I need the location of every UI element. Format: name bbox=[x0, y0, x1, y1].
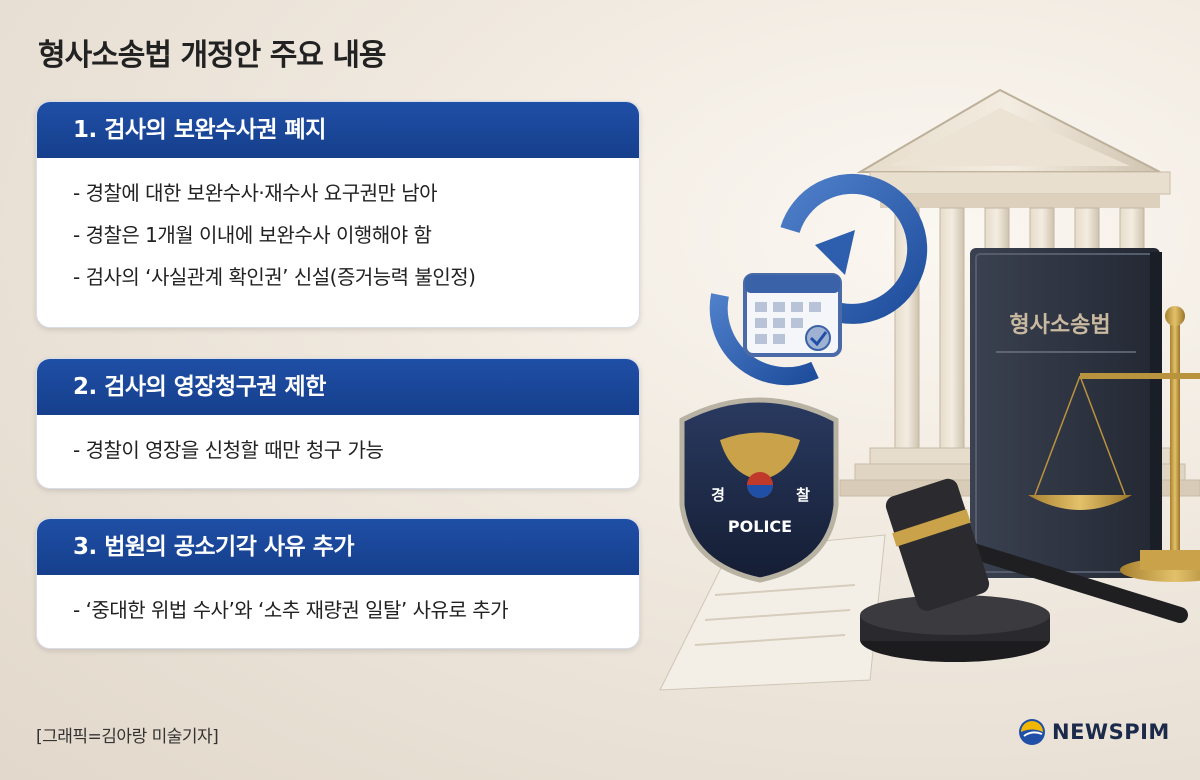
section-card-3: 3. 법원의 공소기각 사유 추가 - ‘중대한 위법 수사’와 ‘소추 재량권… bbox=[36, 518, 640, 649]
list-item: - 경찰은 1개월 이내에 보완수사 이행해야 함 bbox=[73, 223, 432, 247]
section-card-1: 1. 검사의 보완수사권 폐지 - 경찰에 대한 보완수사·재수사 요구권만 남… bbox=[36, 101, 640, 328]
book-title: 형사소송법 bbox=[1009, 313, 1110, 338]
page-title: 형사소송법 개정안 주요 내용 bbox=[38, 38, 387, 73]
badge-left-char: 경 bbox=[711, 486, 725, 504]
document-icon bbox=[659, 534, 886, 691]
newspim-logo: NEWSPIM bbox=[1018, 718, 1170, 746]
section-heading-2: 2. 검사의 영장청구권 제한 bbox=[37, 359, 639, 415]
list-item: - 검사의 ‘사실관계 확인권’ 신설(증거능력 불인정) bbox=[73, 265, 476, 289]
legal-illustration: 형사소송법 bbox=[659, 88, 1200, 691]
section-heading-1: 1. 검사의 보완수사권 폐지 bbox=[37, 102, 639, 158]
badge-text: POLICE bbox=[728, 517, 792, 536]
graphic-credit: [그래픽=김아랑 미술기자] bbox=[36, 727, 219, 747]
police-badge-icon: 경 찰 POLICE bbox=[679, 397, 839, 583]
badge-right-char: 찰 bbox=[796, 486, 810, 504]
newspim-logo-icon bbox=[1019, 719, 1045, 745]
list-item: - ‘중대한 위법 수사’와 ‘소추 재량권 일탈’ 사유로 추가 bbox=[73, 598, 509, 622]
logo-text: NEWSPIM bbox=[1052, 720, 1170, 744]
scales-icon bbox=[1028, 306, 1200, 582]
list-item: - 경찰에 대한 보완수사·재수사 요구권만 남아 bbox=[73, 181, 438, 205]
list-item: - 경찰이 영장을 신청할 때만 청구 가능 bbox=[73, 438, 384, 462]
calendar-cycle-icon bbox=[709, 173, 928, 386]
gavel-icon bbox=[860, 478, 1188, 662]
section-heading-3: 3. 법원의 공소기각 사유 추가 bbox=[37, 519, 639, 575]
section-card-2: 2. 검사의 영장청구권 제한 - 경찰이 영장을 신청할 때만 청구 가능 bbox=[36, 358, 640, 489]
